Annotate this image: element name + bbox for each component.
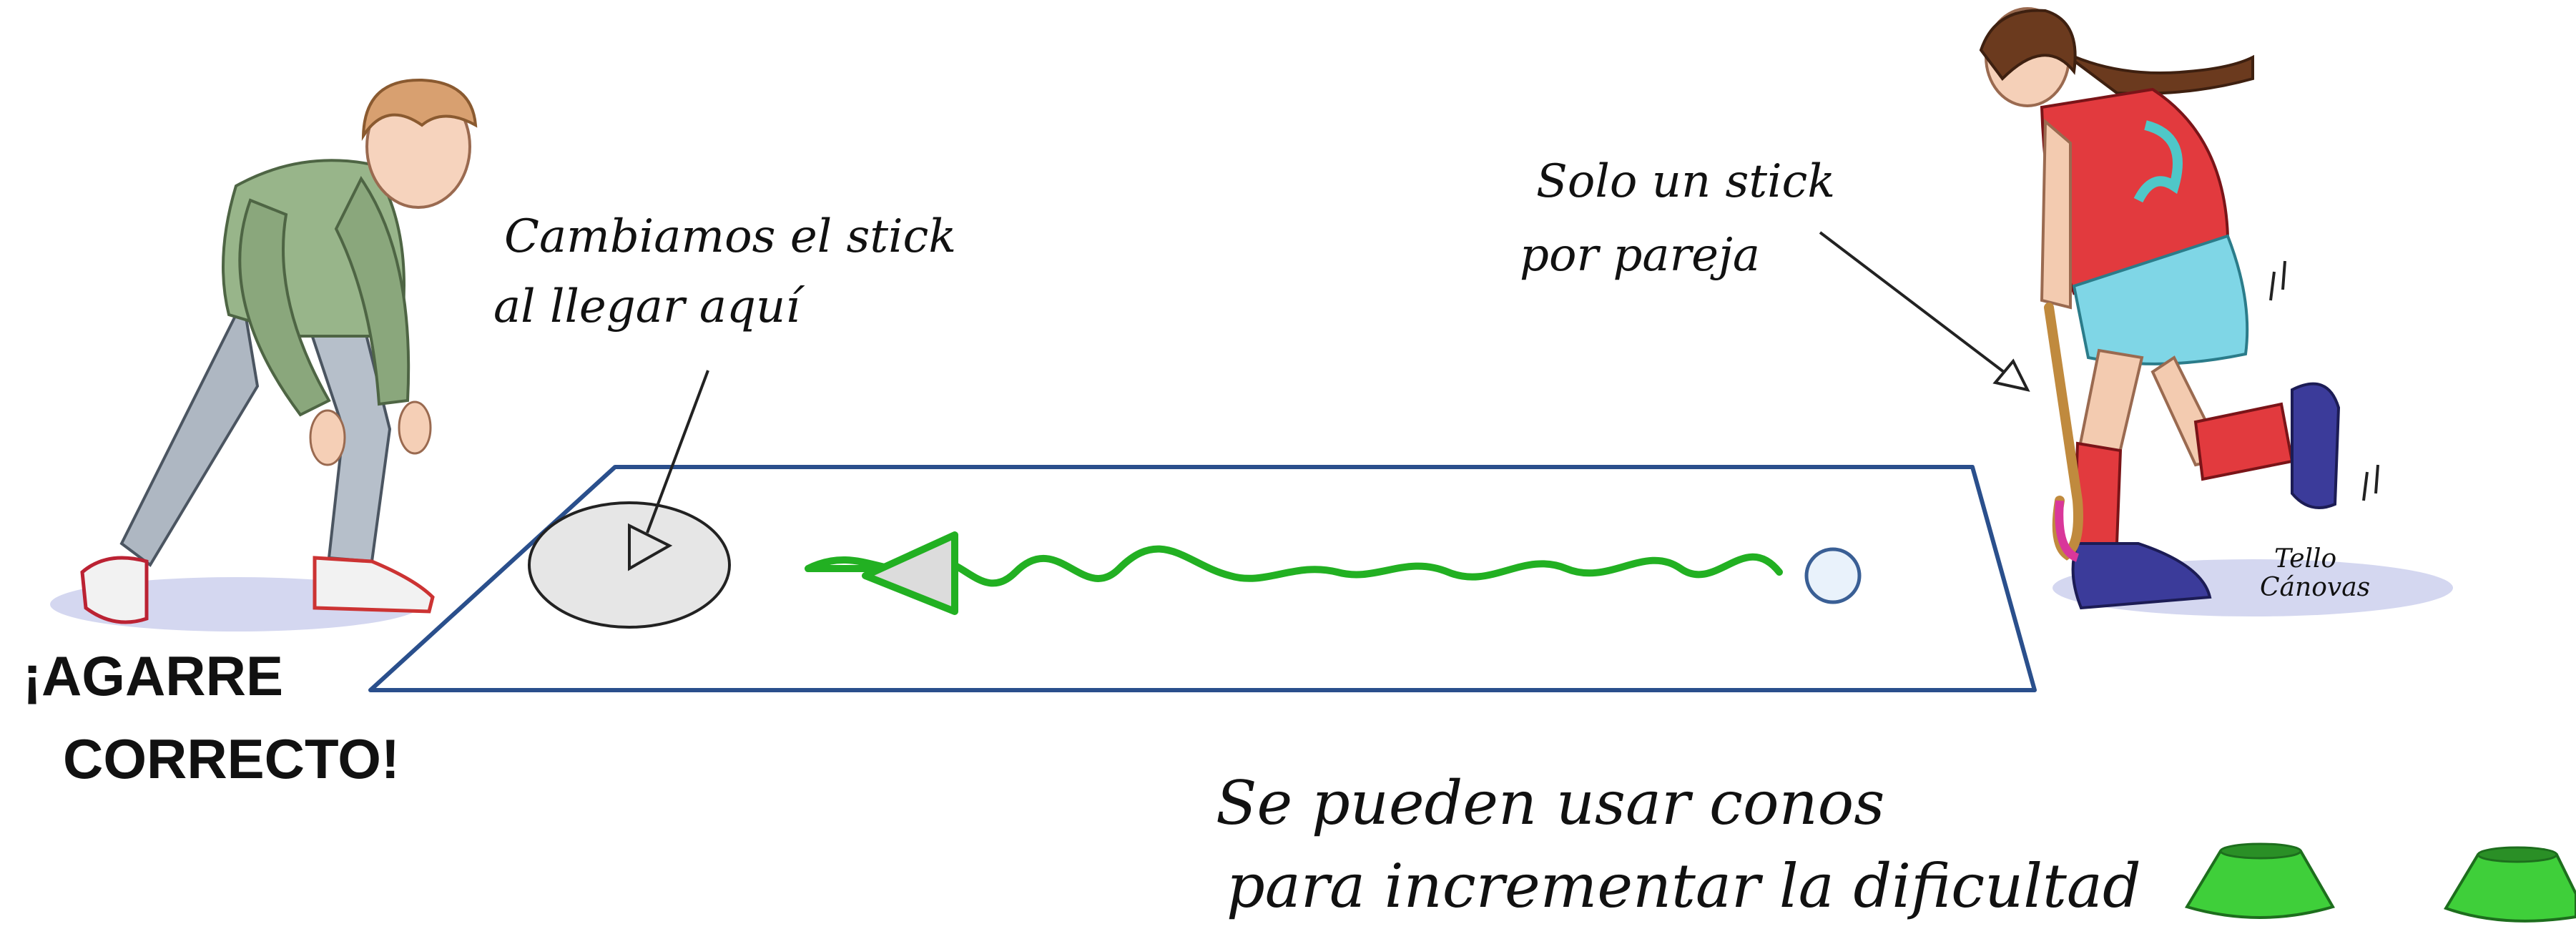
cone-icon — [2184, 842, 2336, 919]
signature-line2: Cánovas — [2260, 573, 2370, 602]
hockey-stick-icon — [2044, 303, 2083, 561]
one-stick-arrowhead-icon — [1992, 358, 2030, 392]
swap-note-line2: al llegar aquí — [493, 280, 805, 333]
swap-note-line1: Cambiamos el stick — [504, 210, 956, 263]
playing-field — [368, 465, 2037, 692]
swap-zone-marker-icon — [628, 523, 673, 571]
cone-icon — [2444, 846, 2576, 923]
grip-note-line1: ¡AGARRE — [23, 644, 283, 707]
grip-note-line2: CORRECTO! — [63, 727, 400, 790]
cones-note-line1: Se pueden usar conos — [1216, 768, 1884, 838]
cones-note-line2: para incrementar la dificultad — [1226, 851, 2141, 921]
one-stick-pointer — [1819, 231, 2015, 380]
swap-note-pointer — [646, 370, 709, 534]
dribble-arrowhead-icon — [862, 531, 958, 615]
one-stick-line1: Solo un stick — [1536, 155, 1835, 208]
dribble-path — [805, 545, 1783, 587]
ball — [1804, 547, 1862, 604]
left-player-figure — [50, 78, 478, 631]
signature-line1: Tello — [2274, 544, 2336, 574]
one-stick-line2: por pareja — [1520, 229, 1760, 282]
right-player-figure — [1979, 7, 2453, 616]
